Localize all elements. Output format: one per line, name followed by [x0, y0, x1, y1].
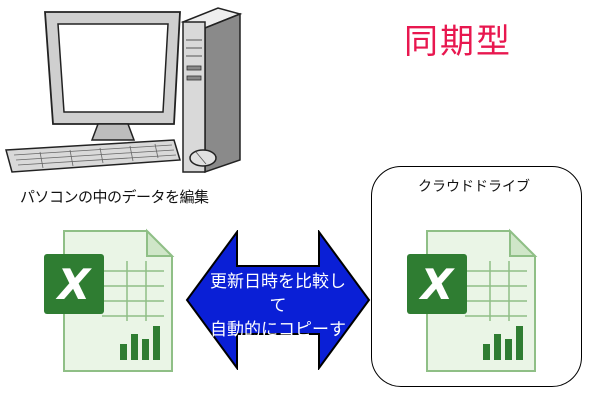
pc-caption: パソコンの中のデータを編集: [20, 188, 209, 206]
excel-file-icon: X: [407, 228, 538, 372]
diagram-title: 同期型: [404, 22, 512, 62]
svg-text:X: X: [55, 260, 93, 309]
cloud-drive-caption: クラウドドライブ: [418, 179, 530, 195]
excel-file-icon: X: [44, 228, 175, 372]
sync-double-arrow: [185, 230, 371, 370]
svg-text:X: X: [418, 260, 456, 309]
desktop-computer-icon: [5, 7, 243, 174]
cloud-drive-box: [371, 166, 582, 387]
arrow-label-line1: 更新日時を比較して: [210, 272, 346, 316]
arrow-label: 更新日時を比較して 自動的にコピーする: [203, 270, 353, 366]
arrow-label-line2: 自動的にコピーする: [210, 320, 346, 364]
